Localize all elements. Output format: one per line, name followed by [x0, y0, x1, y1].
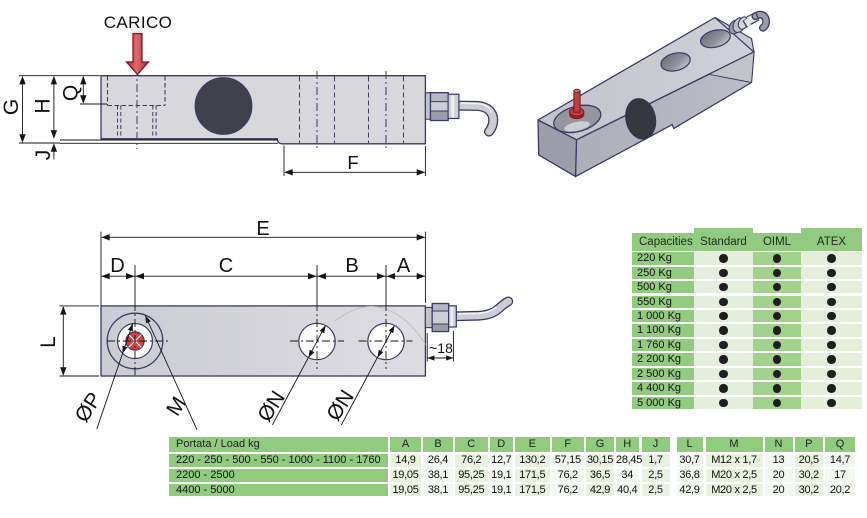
svg-text:J: J	[32, 150, 55, 161]
svg-text:G: G	[0, 99, 23, 115]
svg-text:ØP: ØP	[71, 388, 107, 426]
svg-text:B: B	[345, 255, 358, 277]
svg-text:CARICO: CARICO	[104, 13, 173, 32]
svg-text:ØN: ØN	[322, 386, 358, 425]
svg-text:H: H	[32, 98, 55, 113]
svg-text:~18: ~18	[429, 340, 453, 356]
svg-text:D: D	[110, 255, 124, 277]
svg-text:Q: Q	[60, 85, 83, 101]
svg-text:ØN: ØN	[253, 387, 289, 426]
svg-text:A: A	[397, 255, 411, 277]
svg-text:F: F	[347, 152, 358, 173]
svg-text:C: C	[219, 255, 233, 277]
svg-text:L: L	[37, 336, 60, 348]
svg-text:E: E	[256, 218, 269, 240]
svg-text:M: M	[162, 393, 191, 420]
